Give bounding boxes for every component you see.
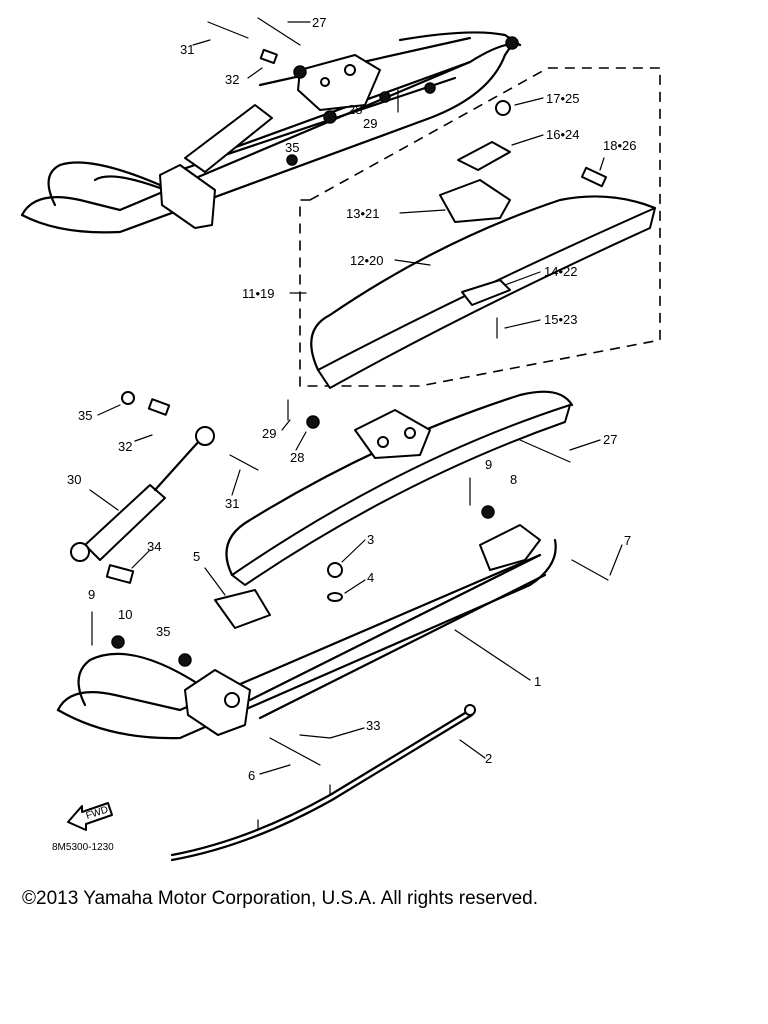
callout-label: 35 (285, 140, 299, 155)
callout-label: 4 (367, 570, 374, 585)
callout-label: 8 (510, 472, 517, 487)
callout-label: 28 (290, 450, 304, 465)
callout-label: 14•22 (544, 264, 577, 279)
callout-label: 31 (225, 496, 239, 511)
leaf-spring-group-outline (299, 67, 661, 387)
callout-label: 7 (624, 533, 631, 548)
callout-label: 3 (367, 532, 374, 547)
callout-label: 27 (603, 432, 617, 447)
callout-labels: 27 31 32 28 29 35 17•25 16•24 18•26 13•2… (52, 15, 636, 853)
callout-label: 28 (348, 102, 362, 117)
callout-label: 32 (225, 72, 239, 87)
callout-label: 5 (193, 549, 200, 564)
callout-label: 2 (485, 751, 492, 766)
wear-bar (170, 704, 476, 862)
callout-label: 18•26 (603, 138, 636, 153)
leaf-spring-upper (310, 100, 657, 389)
leader-lines (89, 21, 623, 775)
callout-label: 29 (262, 426, 276, 441)
callout-label: 34 (147, 539, 161, 554)
callout-label: 33 (366, 718, 380, 733)
callout-label: 15•23 (544, 312, 577, 327)
callout-label: 17•25 (546, 91, 579, 106)
copyright-notice: ©2013 Yamaha Motor Corporation, U.S.A. A… (22, 888, 538, 909)
ski-lower (56, 399, 609, 766)
callout-label: 6 (248, 768, 255, 783)
callout-label: 30 (67, 472, 81, 487)
callout-label: 13•21 (346, 206, 379, 221)
callout-label: 9 (88, 587, 95, 602)
part-code-label: 8M5300-1230 (52, 842, 114, 853)
callout-label: 35 (78, 408, 92, 423)
callout-label: 31 (180, 42, 194, 57)
callout-label: 32 (118, 439, 132, 454)
callout-label: 1 (534, 674, 541, 689)
callout-label: 27 (312, 15, 326, 30)
callout-label: 9 (485, 457, 492, 472)
callout-label: 35 (156, 624, 170, 639)
callout-label: 12•20 (350, 253, 383, 268)
callout-label: 11•19 (242, 286, 275, 301)
leaf-spring-lower (225, 390, 574, 586)
callout-label: 29 (363, 116, 377, 131)
forward-arrow-icon: FWD (67, 802, 113, 831)
callout-label: 10 (118, 607, 132, 622)
parts-exploded-diagram: FWD 27 31 32 28 29 35 17•25 16•24 18•26 … (20, 15, 661, 862)
shock-absorber (70, 391, 259, 562)
assembled-ski-top (20, 17, 522, 234)
callout-label: 16•24 (546, 127, 579, 142)
